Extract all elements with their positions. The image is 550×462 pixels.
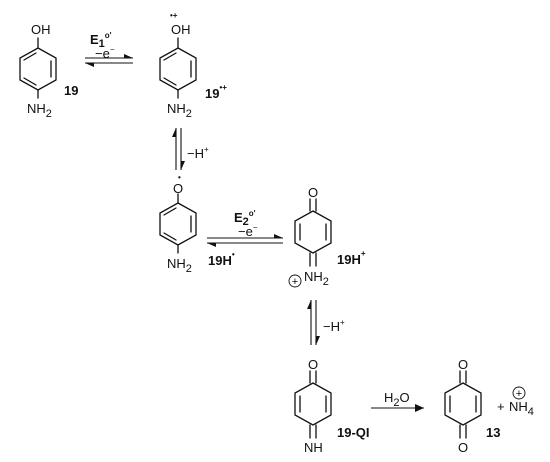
ammonium-charge-circle: + bbox=[512, 386, 526, 400]
amino-group: NH2 bbox=[167, 101, 192, 120]
compound-19-radical-cation: •+ OH NH2 19•+ bbox=[159, 11, 227, 120]
benzene-ring-19 bbox=[19, 37, 57, 99]
radical-mark: • bbox=[178, 173, 181, 182]
plus-sign: + bbox=[497, 399, 505, 414]
hydroxyl-group: OH bbox=[171, 22, 191, 37]
compound-label-13: 13 bbox=[486, 425, 500, 440]
carbonyl-oxygen-top: O bbox=[458, 357, 468, 372]
compound-19H-radical: • O NH2 19H• bbox=[159, 173, 235, 275]
compound-label-19-QI: 19-QI bbox=[337, 425, 370, 440]
amino-group: NH2 bbox=[27, 101, 52, 120]
step5-hydrolysis-arrow bbox=[371, 404, 424, 412]
amino-group: NH2 bbox=[167, 256, 192, 275]
step2-equilibrium-arrows bbox=[172, 128, 185, 170]
compound-13: O O 13 bbox=[444, 357, 500, 455]
compound-19: OH NH2 19 bbox=[19, 22, 78, 120]
quinoid-ring-19H-cation bbox=[294, 198, 332, 267]
step4-equilibrium-arrows bbox=[307, 300, 320, 345]
step2-proton-loss: −H+ bbox=[187, 145, 209, 161]
iminium-group: NH2 bbox=[304, 269, 329, 288]
step3-electron-loss: −e− bbox=[238, 223, 258, 239]
step3-equilibrium-arrows bbox=[207, 234, 283, 247]
oxygen-atom: O bbox=[173, 181, 183, 196]
compound-label-19H-radical: 19H• bbox=[208, 250, 235, 268]
carbonyl-oxygen-bottom: O bbox=[458, 440, 468, 455]
positive-charge-circle: + bbox=[288, 274, 302, 288]
step1-potential-label: E1o' bbox=[90, 31, 112, 50]
compound-label-19: 19 bbox=[64, 83, 78, 98]
quinoid-ring-19-QI bbox=[294, 370, 332, 439]
quinoid-ring-13 bbox=[444, 370, 482, 439]
benzene-ring-19H-radical bbox=[159, 193, 197, 254]
compound-label-19H-cation: 19H+ bbox=[337, 249, 366, 267]
step1-equilibrium-arrows bbox=[85, 54, 133, 67]
svg-text:+: + bbox=[292, 276, 298, 288]
step5-reagent-water: H2O bbox=[384, 390, 410, 409]
step3-potential-label: E2o' bbox=[234, 209, 256, 228]
imine-group: NH bbox=[304, 440, 323, 455]
ammonium-byproduct: + + NH4 bbox=[497, 386, 534, 418]
carbonyl-oxygen: O bbox=[308, 357, 318, 372]
compound-label-19-radical-cation: 19•+ bbox=[205, 83, 227, 101]
hydroxyl-group: OH bbox=[31, 22, 51, 37]
compound-19H-cation: O + NH2 19H+ bbox=[288, 185, 366, 288]
step1-electron-loss: −e− bbox=[95, 45, 115, 61]
svg-text:+: + bbox=[516, 388, 522, 400]
ammonium-formula: NH4 bbox=[509, 399, 534, 418]
carbonyl-oxygen: O bbox=[308, 185, 318, 200]
step4-proton-loss: −H+ bbox=[323, 318, 345, 334]
compound-19-QI: O NH 19-QI bbox=[294, 357, 370, 455]
radical-cation-mark: •+ bbox=[170, 11, 178, 20]
benzene-ring-19-radical-cation bbox=[159, 37, 197, 99]
